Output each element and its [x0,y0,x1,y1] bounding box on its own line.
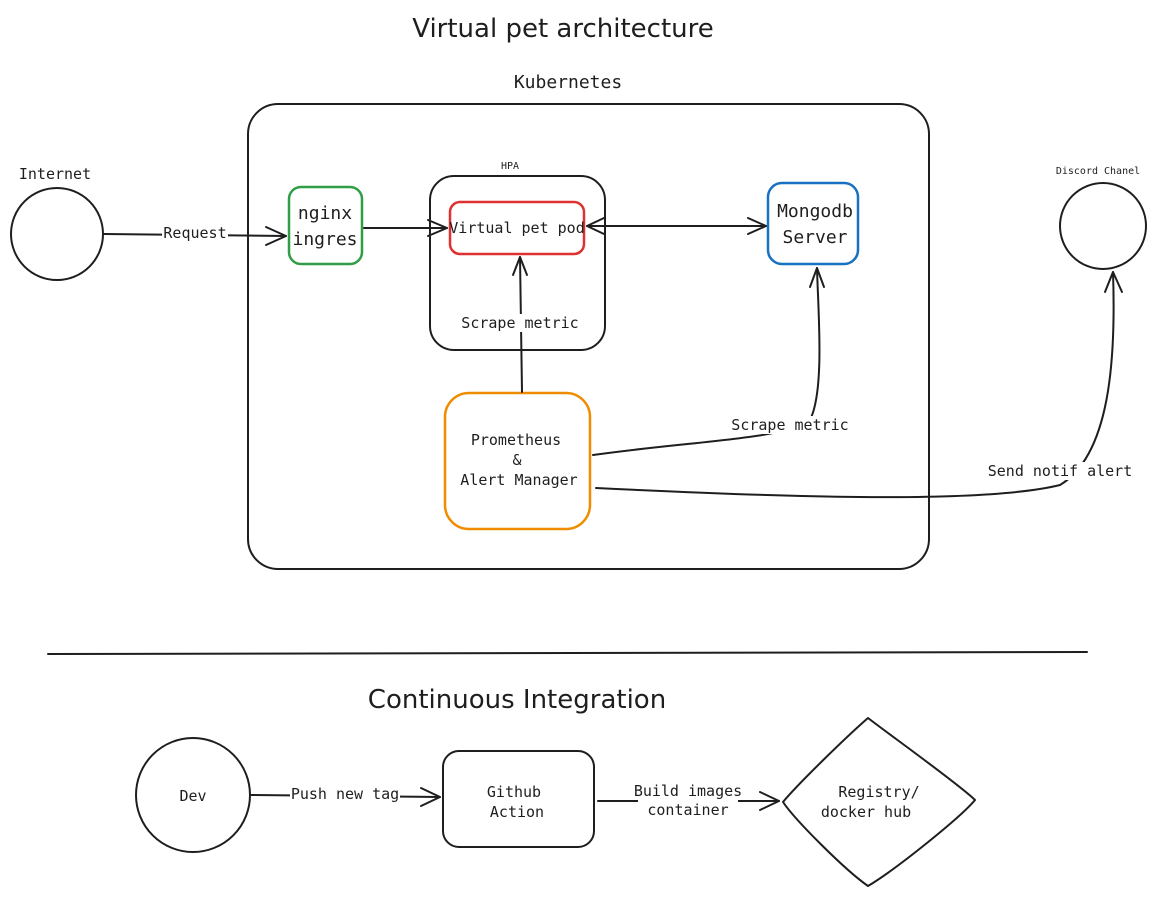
prometheus-label-1: Prometheus [471,431,561,449]
edge-pod-mongodb-arrowhead-right [747,217,767,235]
registry-node [782,717,976,887]
edge-nginx-to-pod-arrowhead [427,219,448,237]
github-action-label-1: Github [487,783,541,801]
diagram-title: Virtual pet architecture [412,14,714,44]
prometheus-alertmanager-node [443,391,592,531]
edge-scrape-pod-arrowhead [512,256,528,276]
virtual-pet-pod-label: Virtual pet pod [449,219,584,237]
edge-scrape-mongodb-arrowhead [809,267,825,288]
internet-node [10,187,104,281]
edge-request-arrowhead [265,226,287,246]
section-divider [47,651,1088,655]
edge-send-alert-label: Send notif alert [988,462,1133,480]
edge-scrape-pod-label: Scrape metric [461,314,578,332]
kubernetes-cluster-box [247,103,930,570]
nginx-ingress-label-2: ingres [292,229,357,250]
edge-send-alert-arrowhead [1104,271,1123,293]
kubernetes-label: Kubernetes [514,72,622,93]
edge-pod-mongodb-arrowhead-left [586,217,605,235]
discord-label: Discord Chanel [1056,166,1140,177]
discord-node [1059,182,1147,270]
hpa-box [429,175,606,351]
edge-build-images-arrowhead [759,791,780,811]
nginx-ingress-node [287,185,364,266]
registry-label-1: Registry/ [838,783,919,801]
edge-send-alert [595,271,1115,499]
mongodb-label-2: Server [782,227,847,248]
edge-push-tag-label: Push new tag [291,785,399,803]
github-action-label-2: Action [490,803,544,821]
prometheus-label-3: Alert Manager [460,471,577,489]
edge-build-images-label-1: Build images [634,782,742,800]
virtual-pet-pod-node [448,200,586,256]
edge-push-tag-arrowhead [420,787,441,807]
edge-request-label: Request [163,224,226,242]
dev-label: Dev [179,787,206,805]
hpa-label: HPA [501,161,519,172]
ci-title: Continuous Integration [368,685,666,715]
edge-build-images-label-2: container [647,801,728,819]
nginx-ingress-label-1: nginx [298,203,352,224]
github-action-node [442,750,595,848]
internet-label: Internet [19,165,91,183]
mongodb-label-1: Mongodb [777,201,853,222]
prometheus-label-2: & [512,451,521,469]
edge-scrape-mongodb-label: Scrape metric [731,416,848,434]
mongodb-server-node [766,181,860,266]
registry-label-2: docker hub [821,803,911,821]
